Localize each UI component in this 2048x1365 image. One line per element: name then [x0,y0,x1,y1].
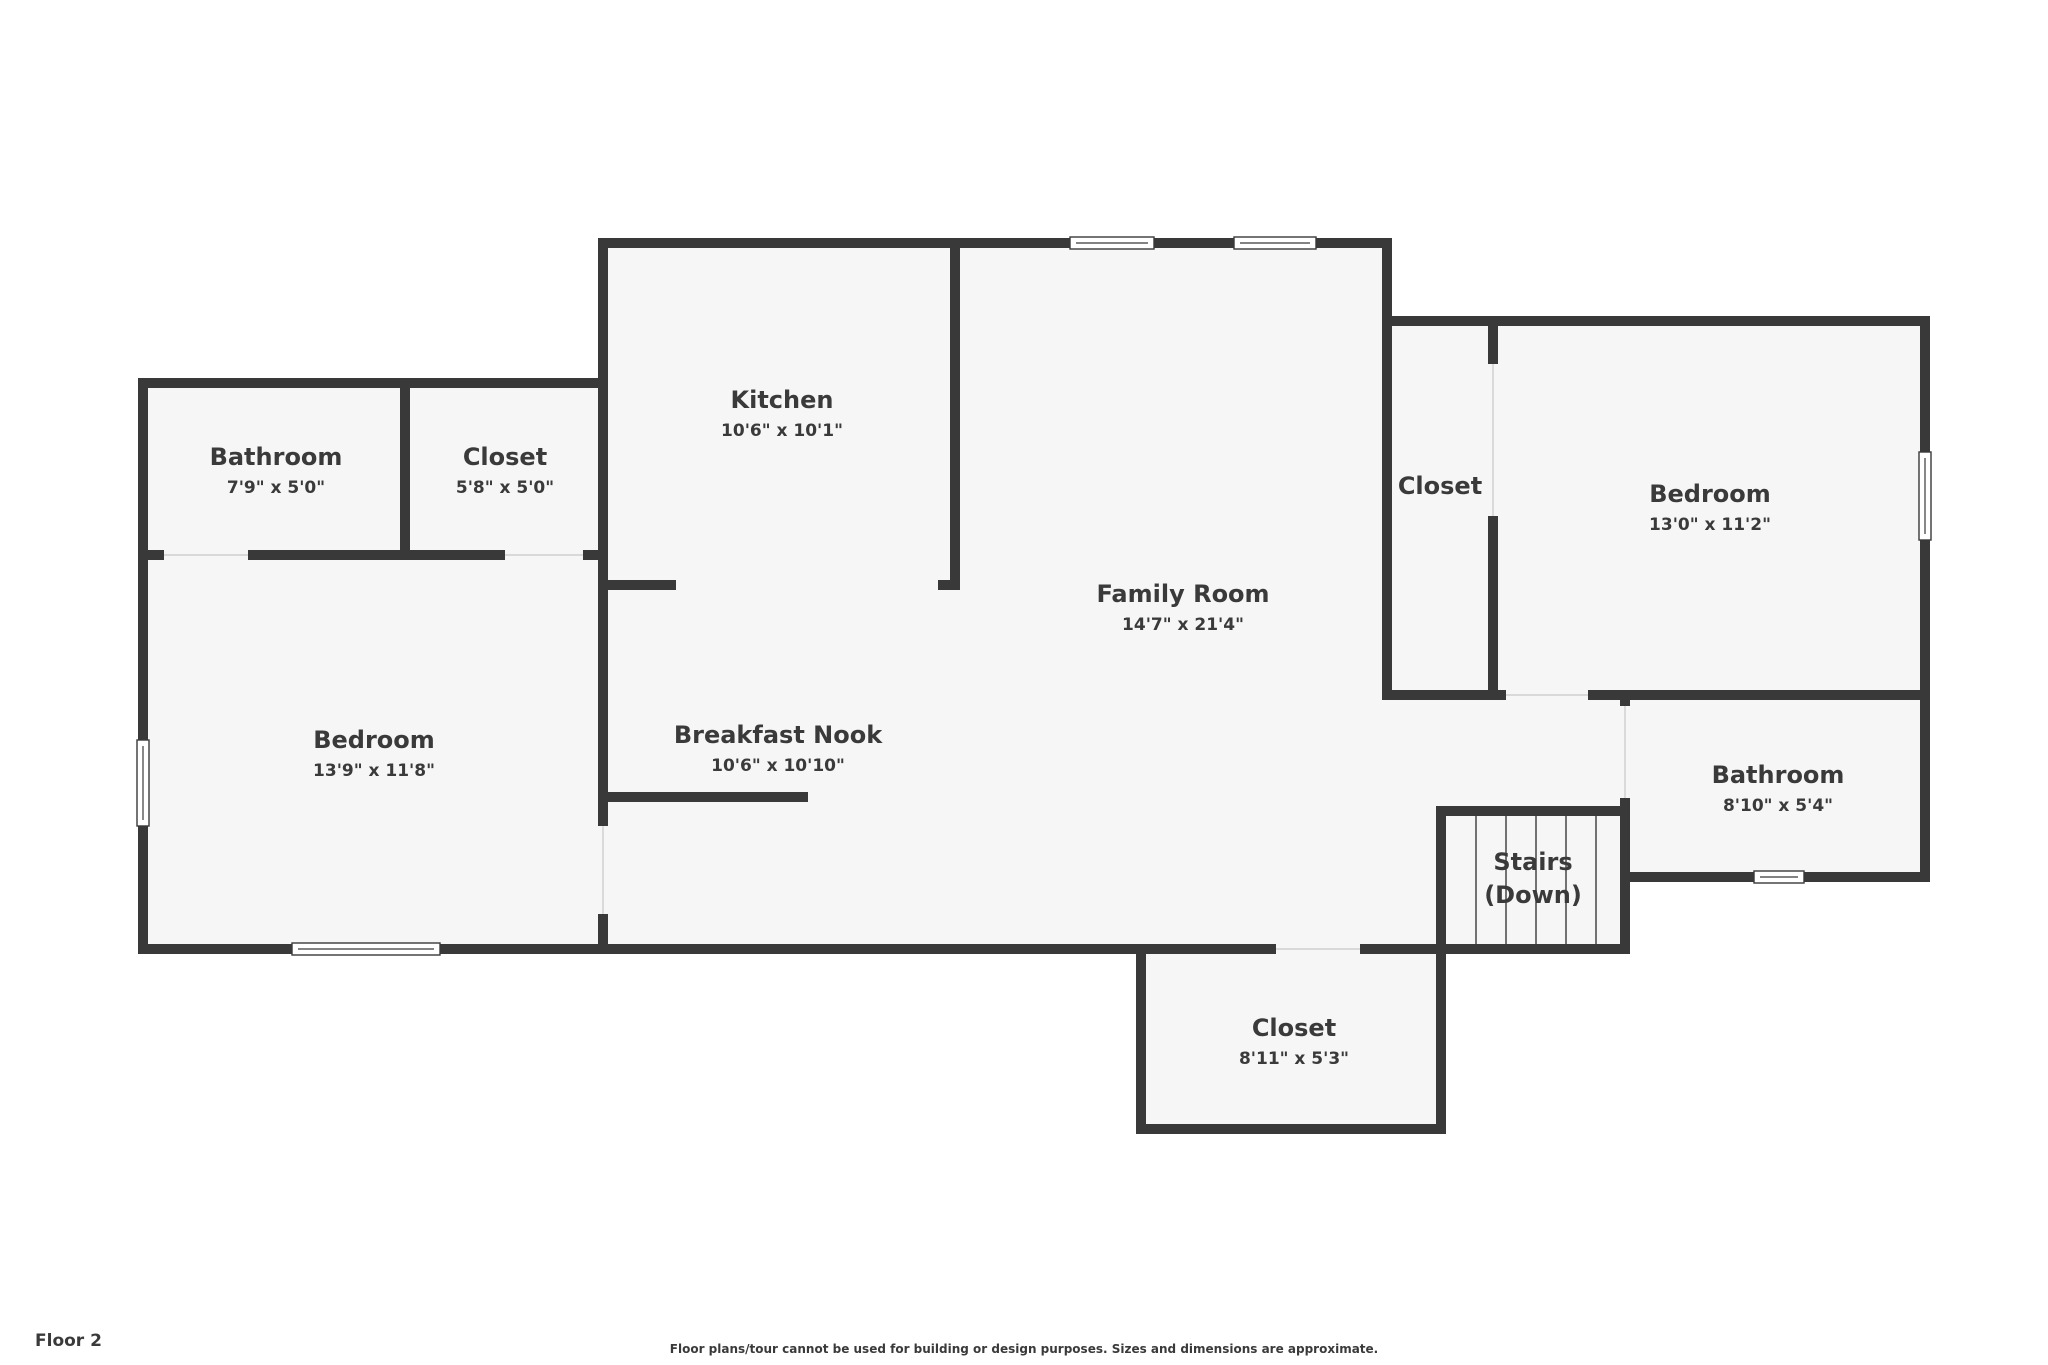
window [291,942,441,956]
wall [598,792,808,802]
wall [1136,944,1146,1134]
fill-main [606,246,1386,950]
wall [1382,690,1930,700]
window [1069,236,1155,250]
room-dims-closet-top-left: 5'8" x 5'0" [456,478,554,498]
room-dims-closet-bottom: 8'11" x 5'3" [1239,1049,1349,1069]
window [1753,870,1805,884]
wall [938,580,960,590]
room-name-bathroom-left: Bathroom [210,443,343,471]
wall [138,550,608,560]
room-name-bedroom-right: Bedroom [1649,480,1771,508]
window [1918,451,1932,541]
fill-bedroom-left [146,556,606,950]
room-dims-bedroom-left: 13'9" x 11'8" [313,761,435,781]
wall [598,238,608,954]
fill-bath-right [1626,696,1923,876]
wall [138,378,148,954]
wall [1436,806,1446,954]
fill-closet-right [1386,324,1493,696]
wall [1620,690,1630,952]
wall [138,378,608,388]
wall [598,580,676,590]
wall [598,238,1392,248]
room-labels: Bathroom 7'9" x 5'0" Closet 5'8" x 5'0" … [210,386,1845,1069]
room-dims-bathroom-left: 7'9" x 5'0" [227,478,325,498]
room-dims-breakfast-nook: 10'6" x 10'10" [711,756,845,776]
window [136,739,150,827]
fill-closet-top-left [405,386,606,556]
walls [138,238,1930,1134]
fill-closet-bottom [1144,950,1444,1132]
fill-bedroom-right [1493,324,1923,696]
wall [950,238,960,590]
fill-bath-left [146,386,405,556]
wall [1382,238,1392,700]
window [1233,236,1317,250]
room-name-breakfast-nook: Breakfast Nook [674,721,883,749]
wall [400,378,410,554]
room-dims-family-room: 14'7" x 21'4" [1122,615,1244,635]
room-name-stairs: Stairs [1493,848,1572,876]
room-fills [146,246,1923,1132]
room-name-bedroom-left: Bedroom [313,726,435,754]
room-name-closet-bottom: Closet [1252,1014,1336,1042]
room-name-closet-right: Closet [1398,472,1482,500]
wall [1920,316,1930,882]
room-name-closet-top-left: Closet [463,443,547,471]
floor-label: Floor 2 [35,1331,102,1351]
room-name-family-room: Family Room [1096,580,1269,608]
room-dims-kitchen: 10'6" x 10'1" [721,421,843,441]
windows [136,236,1932,956]
wall [1436,806,1630,816]
door-openings [164,364,1630,954]
disclaimer-text: Floor plans/tour cannot be used for buil… [669,1342,1379,1356]
wall [138,944,1630,954]
room-name-kitchen: Kitchen [731,386,834,414]
room-name-stairs-line2: (Down) [1484,881,1582,909]
room-name-bathroom-right: Bathroom [1712,761,1845,789]
stair-treads [1475,816,1597,944]
wall [1136,1124,1446,1134]
wall [1436,944,1446,1134]
room-dims-bedroom-right: 13'0" x 11'2" [1649,515,1771,535]
wall [1382,316,1930,326]
room-dims-bathroom-right: 8'10" x 5'4" [1723,796,1833,816]
